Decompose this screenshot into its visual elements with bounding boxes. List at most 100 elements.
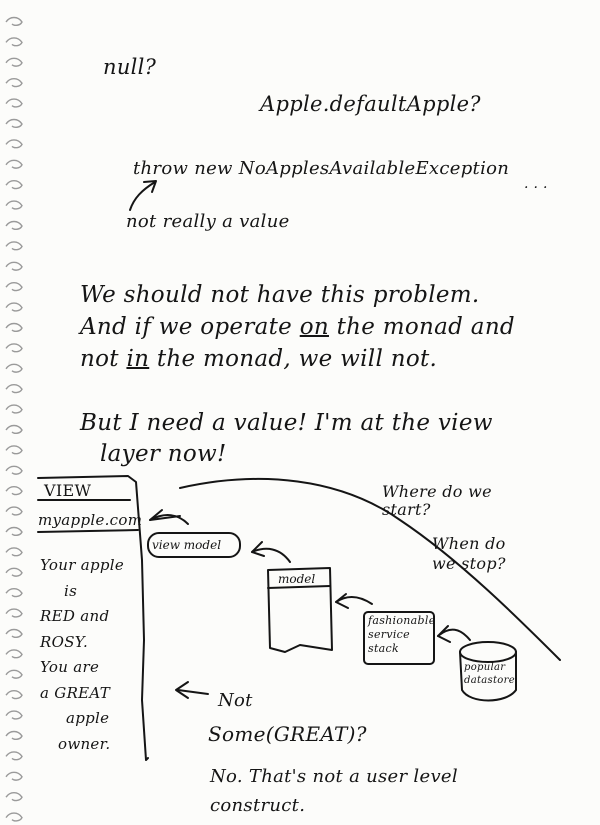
spiral-hole [5,363,23,373]
problem-line-2: And if we operate on the monad and [80,314,515,340]
spiral-hole [5,302,23,312]
spiral-hole [5,690,23,700]
view-line: a GREAT [40,683,111,702]
spiral-hole [5,588,23,598]
throw-exception-line: throw new NoApplesAvailableException [133,158,510,179]
some-great-question: Some(GREAT)? [208,722,367,746]
stack-line: fashionable [368,614,436,627]
answer-line-2: construct. [210,795,306,816]
null-question: null? [103,55,157,79]
view-line: You are [40,658,100,676]
spiral-hole [5,343,23,353]
not-really-a-value: not really a value [126,211,290,232]
start-line: start? [382,500,431,519]
stack-line: service [368,628,410,641]
spiral-hole [5,424,23,435]
spiral-hole [5,608,23,618]
spiral-hole [5,526,23,537]
arrowhead [251,541,265,557]
view-line: RED and [40,607,110,625]
view-line: ROSY. [40,632,89,651]
spiral-hole [5,159,23,169]
stop-line: we stop? [432,554,506,573]
view-title: VIEW [44,481,92,500]
text-segment: not [80,346,119,372]
arrow-url-to-viewmodel [149,514,189,525]
spiral-hole [5,322,23,333]
service-stack-box [363,611,435,665]
problem-line-3: not in the monad, we will not. [80,346,437,372]
view-line: Your apple [40,556,125,574]
spiral-hole [5,384,23,394]
model-label: model [278,572,316,586]
url-underline [37,529,139,533]
spiral-hole [5,200,23,210]
view-model-label: view model [152,538,222,552]
spiral-hole [5,792,23,802]
on-underlined: on [299,314,329,340]
datastore-body [459,651,517,702]
spiral-hole [5,771,23,781]
spiral-hole [5,118,23,129]
spiral-hole [5,445,23,455]
spiral-hole [5,649,23,659]
view-line: apple [66,709,110,727]
spiral-hole [5,404,23,414]
spiral-hole [5,57,23,67]
url-label: myapple.com [38,511,143,529]
spiral-hole [5,628,23,639]
spiral-hole [5,730,23,741]
spiral-hole [5,282,23,292]
arrow-not-great [177,689,209,695]
ellipsis: . . . [524,176,548,192]
spiral-hole [5,751,23,761]
model-divider [267,585,331,589]
spiral-hole [5,220,23,231]
view-box-outline [37,475,149,761]
arrowhead [175,681,189,699]
text-segment: And if we operate [80,314,293,340]
spiral-hole [5,669,23,679]
arrowhead [335,593,349,609]
text-segment: the monad and [336,314,515,340]
arrow-model-to-viewmodel [251,547,291,563]
boundary-curve [179,477,561,661]
spiral-hole [5,98,23,108]
spiral-hole [5,261,23,271]
arrowhead [143,180,157,193]
spiral-hole [5,465,23,475]
view-line: is [64,581,78,600]
spiral-binding [5,16,23,822]
answer-line-1: No. That's not a user level [210,766,458,787]
spiral-hole [5,37,23,47]
spiral-hole [5,506,23,516]
view-model-box [147,532,241,558]
problem-line-1: We should not have this problem. [80,282,480,308]
start-line: Where do we [382,482,492,501]
arrow-not-value [129,181,156,211]
arrowhead [149,509,181,521]
text-segment: the monad, we will not. [156,346,438,372]
datastore-line: datastore [464,675,515,686]
spiral-hole [5,16,23,27]
spiral-hole [5,486,23,496]
stack-line: stack [368,642,399,655]
default-apple-question: Apple.defaultApple? [260,92,481,116]
spiral-hole [5,812,23,822]
arrowhead [437,625,451,643]
need-value-line-2: layer now! [100,441,227,467]
stop-line: When do [432,534,506,553]
spiral-hole [5,547,23,557]
spiral-hole [5,710,23,720]
in-underlined: in [126,346,150,372]
spiral-hole [5,241,23,251]
need-value-line-1: But I need a value! I'm at the view [80,410,493,436]
datastore-top [459,641,517,663]
view-line: owner. [58,734,111,753]
spiral-hole [5,567,23,577]
not-label: Not [218,690,253,711]
datastore-line: popular [464,662,506,673]
model-box [267,567,333,653]
